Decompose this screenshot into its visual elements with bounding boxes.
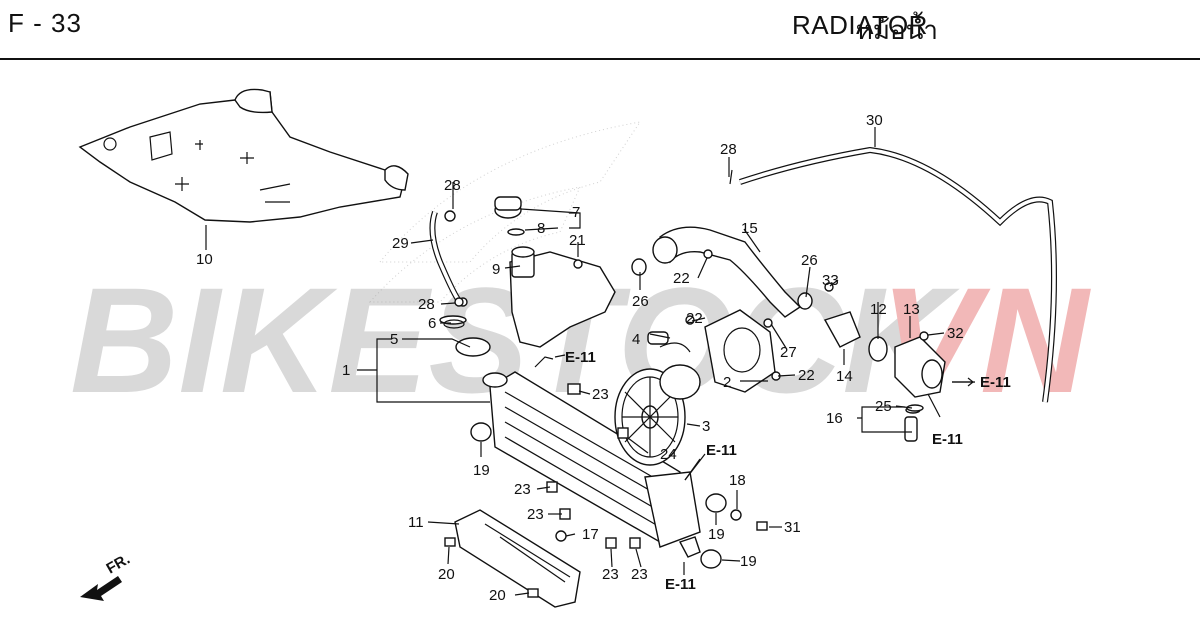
reserve-tank <box>509 246 616 348</box>
page-title-english: RADIATOR <box>792 10 928 40</box>
e11-references: E-11 E-11 E-11 E-11 E-11 <box>554 349 1011 593</box>
ref-e11-3: E-11 <box>665 576 696 593</box>
callout-12: 12 <box>870 301 887 318</box>
part-30-hose <box>739 146 1057 403</box>
callout-16: 16 <box>826 410 843 427</box>
callout-19b: 19 <box>708 526 725 543</box>
halftone-wing <box>368 121 642 303</box>
callout-18: 18 <box>729 472 746 489</box>
callout-11: 11 <box>408 514 424 531</box>
leader-lines <box>205 127 975 596</box>
callout-20a: 20 <box>438 566 455 583</box>
part-7-cap <box>494 196 525 236</box>
callout-7: 7 <box>572 204 580 221</box>
callout-23a: 23 <box>592 386 609 403</box>
callout-30: 30 <box>866 112 883 129</box>
callout-22b: 22 <box>686 310 703 327</box>
ref-e11-1: E-11 <box>565 349 596 366</box>
page-code: F - 33 <box>8 8 82 38</box>
callout-23d: 23 <box>602 566 619 583</box>
callout-28a: 28 <box>444 177 461 194</box>
part-15-hose <box>652 226 802 318</box>
callout-28b: 28 <box>720 141 737 158</box>
callout-27: 27 <box>780 344 797 361</box>
callout-22c: 22 <box>798 367 815 384</box>
callout-5: 5 <box>390 331 398 348</box>
callout-23c: 23 <box>527 506 544 523</box>
callout-25: 25 <box>875 398 892 415</box>
part-1-radiator <box>482 371 701 558</box>
callout-17: 17 <box>582 526 599 543</box>
callout-3: 3 <box>702 418 710 435</box>
part-16-sensor <box>904 406 921 442</box>
callout-20b: 20 <box>489 587 506 604</box>
header: F - 33 หม้อน้ำ RADIATOR <box>0 0 1200 60</box>
callout-4: 4 <box>632 331 640 348</box>
part-13-thermostat-housing <box>823 311 946 398</box>
callout-8: 8 <box>537 220 545 237</box>
callout-28c: 28 <box>418 296 435 313</box>
callout-24: 24 <box>660 446 677 463</box>
small-parts <box>443 249 929 598</box>
callout-10: 10 <box>196 251 213 268</box>
callout-6: 6 <box>428 315 436 332</box>
callout-31: 31 <box>784 519 801 536</box>
callout-23e: 23 <box>631 566 648 583</box>
callout-26b: 26 <box>801 252 818 269</box>
callout-numbers: 1 2 3 4 5 6 7 8 9 10 11 12 13 14 15 16 1… <box>196 112 964 604</box>
callout-2: 2 <box>723 374 731 391</box>
callout-29: 29 <box>392 235 409 252</box>
callout-22a: 22 <box>673 270 690 287</box>
header-divider <box>0 58 1200 60</box>
ref-e11-5: E-11 <box>932 431 963 448</box>
ref-e11-4: E-11 <box>980 374 1011 391</box>
callout-1: 1 <box>342 362 350 379</box>
callout-21: 21 <box>569 232 586 249</box>
part-10-cover <box>78 88 409 223</box>
front-direction-arrow: FR. <box>80 551 133 601</box>
callout-33: 33 <box>822 272 839 289</box>
ref-e11-2: E-11 <box>706 442 737 459</box>
callout-15: 15 <box>741 220 758 237</box>
part-11-lower-bracket <box>454 509 581 608</box>
callout-13: 13 <box>903 301 920 318</box>
callout-32: 32 <box>947 325 964 342</box>
radiator-exploded-diagram: BIKESTOCK VN <box>70 88 1091 608</box>
callout-14: 14 <box>836 368 853 385</box>
callout-19a: 19 <box>473 462 490 479</box>
callout-9: 9 <box>492 261 500 278</box>
callout-19c: 19 <box>740 553 757 570</box>
page-title-thai: หม้อน้ำ <box>855 16 938 46</box>
callout-23b: 23 <box>514 481 531 498</box>
callout-26a: 26 <box>632 293 649 310</box>
front-label: FR. <box>104 551 133 578</box>
part-2-fan-shroud <box>659 309 776 400</box>
